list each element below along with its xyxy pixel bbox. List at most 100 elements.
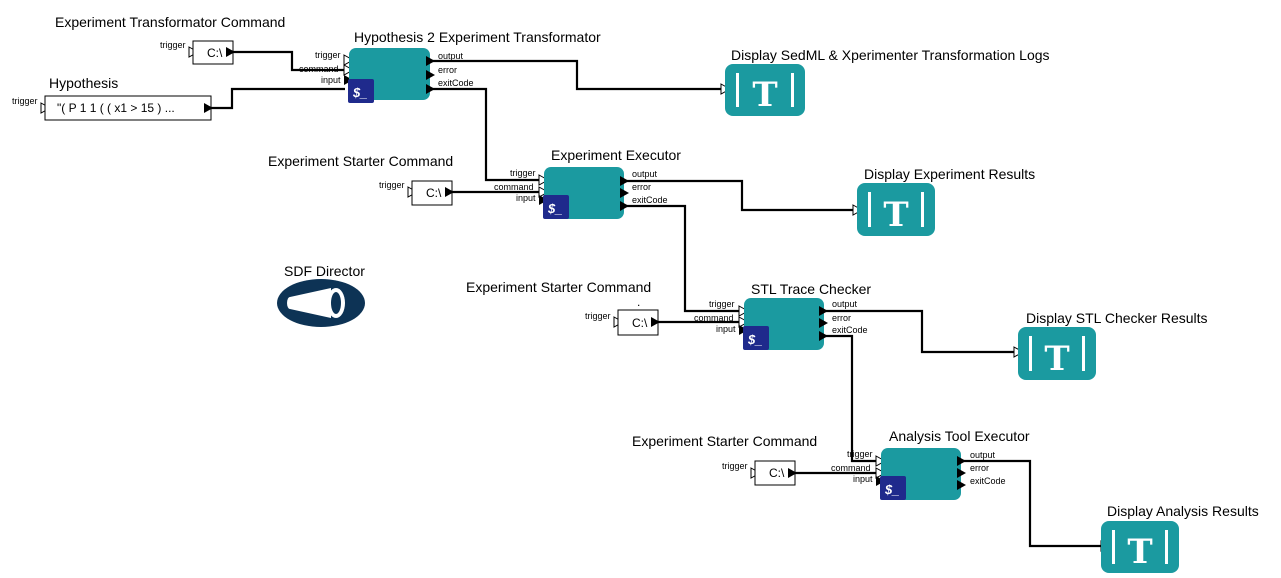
output-port-icon[interactable]	[204, 103, 213, 113]
display-stl-body	[1018, 327, 1096, 380]
display-stl-actor[interactable]: Display STL Checker Results T	[1013, 310, 1208, 380]
director-label: SDF Director	[284, 263, 365, 279]
svg-text:T: T	[883, 195, 908, 235]
port-label-output: output	[632, 169, 658, 179]
svg-text:T: T	[752, 75, 777, 115]
wire-analysis-output-display[interactable]	[961, 459, 1104, 548]
output-port-icon[interactable]	[957, 456, 966, 466]
display-analysis-body	[1101, 521, 1179, 573]
port-label-error: error	[438, 65, 457, 75]
text-display-icon: T	[1112, 530, 1168, 572]
transformator-command-constant[interactable]: Experiment Transformator Command trigger…	[55, 14, 285, 65]
svg-text:$_: $_	[352, 85, 367, 100]
stl-checker-title: STL Trace Checker	[751, 281, 871, 297]
output-port-icon[interactable]	[620, 176, 629, 186]
display-results-actor[interactable]: Display Experiment Results T	[852, 166, 1035, 236]
command-port-icon[interactable]	[738, 316, 750, 328]
svg-text:$_: $_	[547, 201, 562, 216]
hypothesis-constant[interactable]: Hypothesis trigger "( P 1 1 ( ( x1 > 15 …	[12, 75, 213, 121]
exitcode-port-icon[interactable]	[819, 331, 828, 341]
command-port-icon[interactable]	[875, 467, 887, 479]
port-label-exitcode: exitCode	[970, 476, 1006, 486]
hypothesis-box	[44, 95, 212, 121]
starter-command-2-constant[interactable]: Experiment Starter Command . trigger C:\	[466, 279, 660, 336]
error-port-icon[interactable]	[819, 318, 828, 328]
svg-text:$_: $_	[747, 332, 762, 347]
starter-command-2-trigger-label: trigger	[585, 311, 611, 321]
exitcode-port-icon[interactable]	[620, 201, 629, 211]
hypothesis-value: "( P 1 1 ( ( x1 > 15 ) ...	[57, 101, 175, 115]
svg-text:T: T	[1044, 339, 1069, 379]
output-port-icon[interactable]	[819, 306, 828, 316]
port-label-trigger: trigger	[315, 50, 341, 60]
starter-command-1-constant[interactable]: Experiment Starter Command trigger C:\	[268, 153, 454, 206]
transformator-command-value: C:\	[207, 46, 223, 60]
output-port-icon[interactable]	[445, 187, 454, 197]
port-label-command: command	[831, 463, 871, 473]
command-port-icon[interactable]	[538, 186, 550, 198]
terminal-icon	[880, 476, 906, 500]
port-label-error: error	[970, 463, 989, 473]
output-port-icon[interactable]	[788, 468, 797, 478]
starter-command-2-value: C:\	[632, 316, 648, 330]
display-analysis-title: Display Analysis Results	[1107, 503, 1259, 519]
output-port-icon[interactable]	[226, 47, 235, 57]
trigger-port-icon[interactable]	[343, 54, 355, 66]
port-label-command: command	[299, 64, 339, 74]
analysis-tool-title: Analysis Tool Executor	[889, 428, 1030, 444]
error-port-icon[interactable]	[957, 468, 966, 478]
wire-transformator-cmd[interactable]	[233, 50, 345, 72]
starter-command-3-trigger-label: trigger	[722, 461, 748, 471]
port-label-trigger: trigger	[510, 168, 536, 178]
executor-actor[interactable]: Experiment Executor trigger command inpu…	[494, 147, 681, 219]
text-display-icon: T	[736, 73, 794, 115]
command-port-icon[interactable]	[343, 64, 355, 76]
port-label-exitcode: exitCode	[832, 325, 868, 335]
exitcode-port-icon[interactable]	[957, 480, 966, 490]
display-analysis-actor[interactable]: Display Analysis Results T	[1100, 503, 1259, 573]
port-label-output: output	[438, 51, 464, 61]
port-label-input: input	[321, 75, 341, 85]
hypothesis-title: Hypothesis	[49, 75, 118, 91]
starter-command-3-value: C:\	[769, 466, 785, 480]
stl-checker-actor[interactable]: STL Trace Checker trigger command input …	[694, 281, 871, 350]
wire-stl-exitcode-analysis[interactable]	[824, 334, 877, 463]
port-label-input: input	[716, 324, 736, 334]
port-label-trigger: trigger	[709, 299, 735, 309]
svg-text:$_: $_	[884, 482, 899, 497]
port-label-error: error	[632, 182, 651, 192]
output-port-icon[interactable]	[426, 56, 435, 66]
trigger-port-icon[interactable]	[875, 455, 887, 467]
wire-stl-output-display[interactable]	[824, 309, 1016, 354]
output-port-icon[interactable]	[651, 317, 660, 327]
starter-command-2-title: Experiment Starter Command	[466, 279, 651, 295]
wire-executor-exitcode-stl[interactable]	[625, 204, 740, 313]
trigger-port-icon[interactable]	[538, 174, 550, 186]
wire-hypothesis-input[interactable]	[211, 87, 345, 110]
starter-command-1-trigger-label: trigger	[379, 180, 405, 190]
trigger-port-icon[interactable]	[738, 305, 750, 317]
starter-command-2-box	[617, 309, 659, 336]
display-results-title: Display Experiment Results	[864, 166, 1035, 182]
wire-transformator-output-logs[interactable]	[432, 59, 724, 91]
executor-title: Experiment Executor	[551, 147, 681, 163]
sdf-director[interactable]: SDF Director	[277, 263, 365, 327]
display-logs-actor[interactable]: Display SedML & Xperimenter Transformati…	[720, 47, 1050, 116]
port-label-input: input	[853, 474, 873, 484]
wire-transformator-exitcode-executor[interactable]	[432, 87, 540, 182]
wire-executor-output-results[interactable]	[625, 179, 856, 212]
exitcode-port-icon[interactable]	[426, 84, 435, 94]
port-label-exitcode: exitCode	[632, 195, 668, 205]
transformator-actor[interactable]: Hypothesis 2 Experiment Transformator tr…	[299, 29, 601, 103]
starter-command-2-note: .	[637, 295, 640, 309]
hypothesis-trigger-label: trigger	[12, 96, 38, 106]
starter-command-3-constant[interactable]: Experiment Starter Command trigger C:\	[632, 433, 817, 486]
director-cone-icon	[277, 279, 365, 327]
display-results-body	[857, 183, 935, 236]
error-port-icon[interactable]	[620, 188, 629, 198]
svg-text:T: T	[1127, 532, 1152, 572]
analysis-tool-actor[interactable]: Analysis Tool Executor trigger command i…	[831, 428, 1030, 500]
error-port-icon[interactable]	[426, 70, 435, 80]
display-stl-title: Display STL Checker Results	[1026, 310, 1208, 326]
